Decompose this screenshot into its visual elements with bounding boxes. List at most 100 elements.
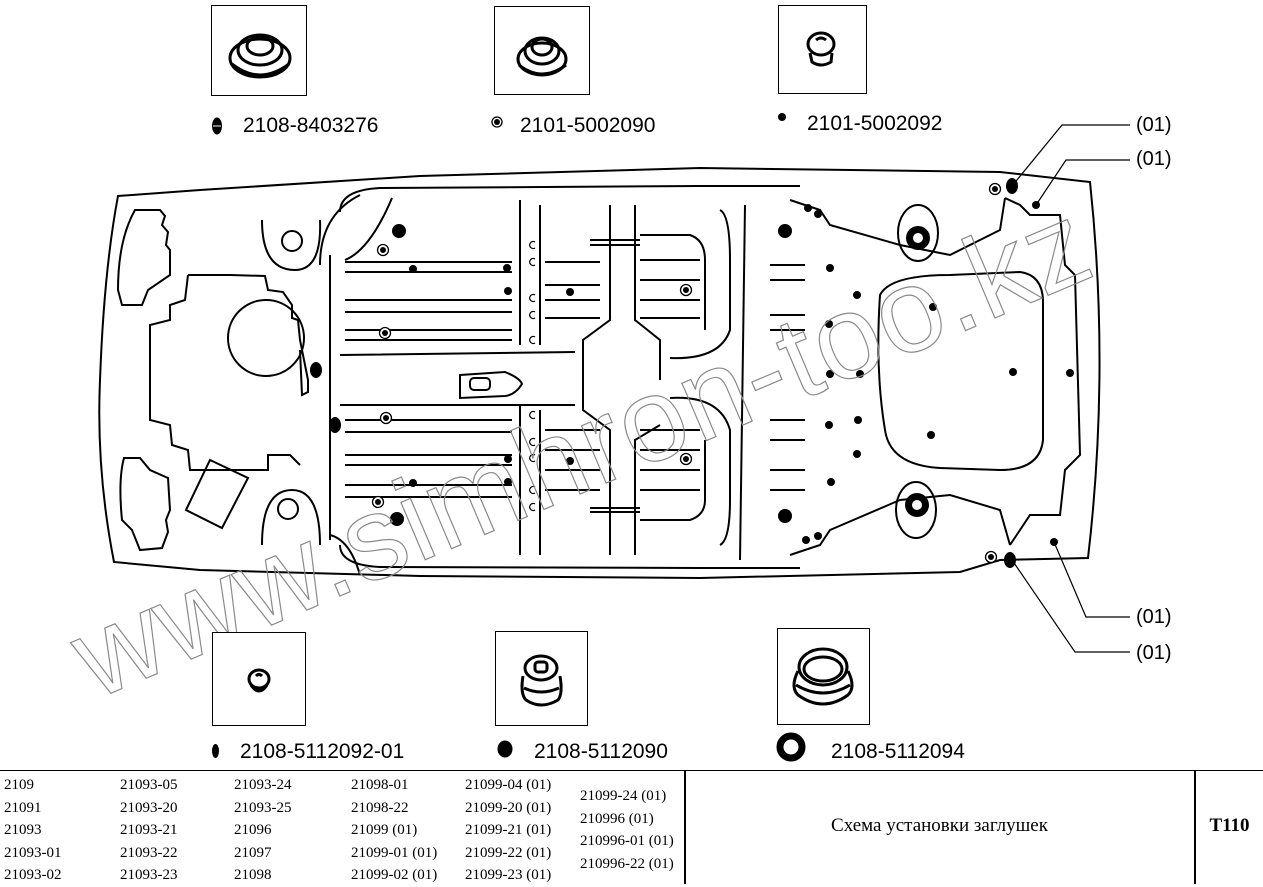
- plug-markers: [310, 178, 1074, 568]
- plug-medium-icon: [520, 654, 563, 707]
- small-dot-marker-icon: [504, 455, 512, 463]
- part-image-2108-8403276: [211, 5, 307, 96]
- small-dot-marker-icon: [854, 416, 862, 424]
- part-number-label: 2108-5112094: [831, 740, 965, 763]
- document-code: T110: [1209, 815, 1250, 836]
- grommet-large-icon: [228, 33, 292, 79]
- model-code: 210996-22 (01): [580, 855, 674, 872]
- part-image-2108-5112090: [495, 631, 588, 726]
- underbody-diagram: [98, 124, 1130, 653]
- divider: [684, 771, 686, 884]
- small-dot-marker-icon: [778, 113, 786, 121]
- part-image-2101-5002092: [778, 5, 867, 94]
- part-number-label: 2101-5002092: [807, 112, 943, 135]
- model-code: 21093-20: [120, 799, 178, 816]
- title-block: 2109 21091 21093 21093-01 21093-02 21093…: [0, 770, 1263, 884]
- small-dot-marker-icon: [825, 320, 833, 328]
- oval-plug-marker-icon: [1006, 178, 1018, 194]
- part-number-label: 2108-5112092-01: [240, 740, 405, 763]
- large-dot-marker-icon: [778, 224, 792, 238]
- part-image-2108-5112092-01: [212, 632, 306, 726]
- clip-icon: [529, 293, 536, 303]
- small-dot-marker-icon: [826, 264, 834, 272]
- small-dot-marker-icon: [504, 287, 512, 295]
- plug-large-icon: [792, 647, 854, 706]
- callout-label: (01): [1136, 114, 1172, 136]
- small-dot-marker-icon: [503, 264, 511, 272]
- clip-icon: [529, 502, 536, 512]
- model-column-2: 21093-05 21093-20 21093-21 21093-22 2109…: [120, 774, 178, 887]
- clip-icon: [529, 485, 536, 495]
- small-dot-marker-icon: [504, 478, 512, 486]
- model-column-5: 21099-04 (01) 21099-20 (01) 21099-21 (01…: [465, 774, 551, 887]
- model-code: 210996-01 (01): [580, 833, 674, 849]
- model-code: 21098: [234, 867, 272, 883]
- clip-icon: [529, 257, 536, 267]
- model-column-4: 21098-01 21098-22 21099 (01) 21099-01 (0…: [351, 774, 437, 887]
- model-column-3: 21093-24 21093-25 21096 21097 21098: [234, 774, 292, 887]
- divider: [1194, 771, 1196, 884]
- small-dot-marker-icon: [804, 204, 812, 212]
- clip-icon: [529, 310, 536, 320]
- ringed-dot-marker-icon: [376, 243, 390, 257]
- callout-label: (01): [1136, 642, 1172, 664]
- model-code: 2109: [4, 777, 34, 793]
- plug-small-icon: [247, 668, 271, 693]
- clip-icon: [529, 453, 536, 463]
- model-code: 21099-24 (01): [580, 788, 667, 804]
- small-dot-marker-icon: [409, 479, 417, 487]
- narrow-oval-marker-icon: [212, 744, 219, 758]
- model-code: 21098-01: [351, 777, 409, 793]
- model-code: 21096: [234, 822, 272, 838]
- large-dot-marker-icon: [390, 512, 404, 526]
- model-code: 21093-23: [120, 867, 178, 883]
- small-dot-marker-icon: [566, 288, 574, 296]
- model-column-6: 21099-24 (01) 210996 (01) 210996-01 (01)…: [580, 785, 674, 875]
- ringed-dot-marker-icon: [491, 116, 503, 128]
- ringed-dot-marker-icon: [988, 182, 1002, 196]
- model-code: 21093-25: [234, 799, 292, 816]
- model-column-1: 2109 21091 21093 21093-01 21093-02: [4, 774, 62, 887]
- ringed-dot-marker-icon: [379, 411, 393, 425]
- small-dot-marker-icon: [1032, 201, 1040, 209]
- small-dot-marker-icon: [1066, 369, 1074, 377]
- body-outline: [98, 166, 1101, 580]
- large-dot-marker-icon: [497, 740, 513, 758]
- model-code: 21093-24: [234, 777, 292, 793]
- oval-plug-marker-icon: [310, 362, 322, 378]
- ringed-dot-marker-icon: [378, 326, 392, 340]
- small-dot-marker-icon: [566, 457, 574, 465]
- document-title: Схема установки заглушек: [831, 815, 1048, 836]
- clip-icon: [529, 410, 536, 420]
- ringed-dot-marker-icon: [984, 550, 998, 564]
- model-code: 21093-21: [120, 822, 178, 838]
- small-dot-marker-icon: [929, 303, 937, 311]
- callout-label: (01): [1136, 606, 1172, 628]
- part-number-label: 2108-5112090: [534, 740, 668, 763]
- model-code: 21097: [234, 844, 272, 861]
- part-image-2108-5112094: [777, 628, 870, 725]
- model-code: 21093-22: [120, 844, 178, 861]
- model-code: 21099 (01): [351, 822, 418, 838]
- grommet-medium-icon: [516, 36, 568, 77]
- large-dot-marker-icon: [392, 224, 406, 238]
- small-dot-marker-icon: [856, 370, 864, 378]
- small-dot-marker-icon: [825, 421, 833, 429]
- ringed-dot-marker-icon: [371, 495, 385, 509]
- small-dot-marker-icon: [853, 291, 861, 299]
- ringed-dot-marker-icon: [679, 283, 693, 297]
- small-dot-marker-icon: [853, 450, 861, 458]
- model-code: 21093-02: [4, 867, 62, 883]
- small-dot-marker-icon: [409, 265, 417, 273]
- thick-ring-marker-icon: [776, 732, 806, 762]
- model-code: 21099-20 (01): [465, 799, 552, 816]
- model-code: 21093-05: [120, 777, 178, 793]
- oval-plug-marker-icon: [1004, 552, 1016, 568]
- small-dot-marker-icon: [814, 532, 822, 540]
- model-code: 21099-02 (01): [351, 867, 438, 883]
- small-dot-marker-icon: [1050, 538, 1058, 546]
- model-code: 210996 (01): [580, 810, 654, 827]
- oval-plug-marker-icon: [212, 117, 222, 135]
- oval-plug-marker-icon: [329, 417, 341, 433]
- model-code: 21099-04 (01): [465, 777, 552, 793]
